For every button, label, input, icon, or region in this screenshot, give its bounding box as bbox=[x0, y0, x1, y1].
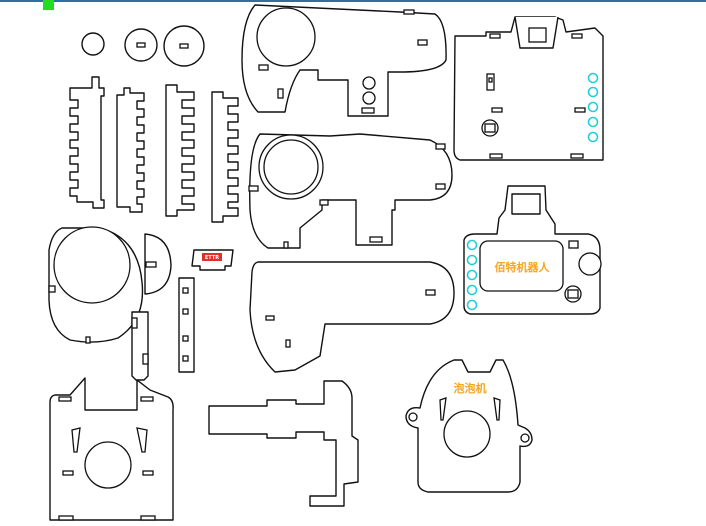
slotted-disc-large bbox=[163, 25, 205, 67]
comb-strip-1 bbox=[69, 76, 105, 209]
comb-strip-3 bbox=[165, 84, 195, 217]
base-plate bbox=[49, 377, 174, 521]
connector-tab: ETTR bbox=[191, 249, 234, 271]
head-side-plate bbox=[48, 226, 144, 344]
comb-strip-2 bbox=[116, 87, 145, 213]
middle-shell-plate bbox=[248, 133, 453, 249]
bubble-label: 泡泡机 bbox=[454, 381, 487, 395]
top-shell-plate bbox=[241, 4, 447, 117]
small-disc bbox=[81, 32, 105, 56]
top-border-line bbox=[0, 0, 706, 2]
back-plate-dots bbox=[453, 16, 604, 161]
selection-marker[interactable] bbox=[43, 0, 54, 10]
bubble-machine-plate: 泡泡机 bbox=[405, 359, 533, 493]
narrow-strip-holes bbox=[178, 277, 195, 373]
comb-strip-4 bbox=[211, 91, 239, 223]
lower-shell-plate bbox=[249, 261, 455, 373]
half-disc-piece bbox=[144, 233, 172, 295]
brand-label: 佰特机器人 bbox=[495, 260, 551, 274]
narrow-strip-slots bbox=[131, 311, 149, 381]
front-plate-brand: 佰特机器人 bbox=[463, 185, 602, 315]
slotted-disc bbox=[124, 28, 158, 62]
tag-text: ETTR bbox=[205, 255, 219, 261]
t-shaped-arm bbox=[208, 380, 359, 507]
